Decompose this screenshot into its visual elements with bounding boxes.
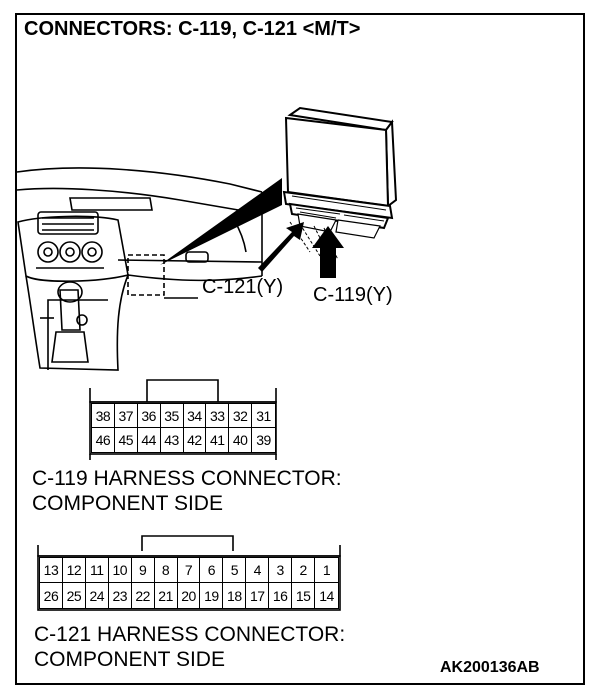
c119-caption-line2: COMPONENT SIDE [32,492,223,515]
c121-pin-10: 10 [109,558,132,582]
c121-pin-5: 5 [223,558,247,582]
c119-pin-33: 33 [206,404,230,427]
c119-pin-34: 34 [184,404,207,427]
c121-pin-16: 16 [269,583,293,608]
c121-caption-line1: C-121 HARNESS CONNECTOR: [34,623,346,646]
c119-pin-38: 38 [92,404,115,427]
c121-pin-26: 26 [40,583,63,608]
page-title: CONNECTORS: C-119, C-121 <M/T> [24,18,361,40]
c121-pin-21: 21 [155,583,178,608]
c121-pin-11: 11 [86,558,109,582]
c119-pin-43: 43 [161,428,184,452]
c121-pin-15: 15 [292,583,316,608]
c121-caption-line2: COMPONENT SIDE [34,648,225,671]
document-id: AK200136AB [440,659,540,676]
c119-caption-line1: C-119 HARNESS CONNECTOR: [32,467,342,490]
c121-pin-13: 13 [40,558,63,582]
c121-pin-3: 3 [269,558,293,582]
c121-pin-24: 24 [86,583,109,608]
c119-pin-40: 40 [229,428,253,452]
c119-pin-31: 31 [256,407,271,424]
c119-pin-35: 35 [161,404,184,427]
c119-pin-45: 45 [115,428,138,452]
c119-pin-42: 42 [184,428,207,452]
c121-pin-8: 8 [155,558,178,582]
c121-pin-25: 25 [63,583,86,608]
c119-pin-32: 32 [229,404,253,427]
c119-pin-44: 44 [138,428,161,452]
c121-callout-label: C-121(Y) [202,276,284,298]
c119-callout-label: C-119(Y) [313,284,393,306]
c121-pin-17: 17 [246,583,270,608]
c119-pin-37: 37 [115,404,138,427]
c121-pin-18: 18 [223,583,247,608]
c121-pin-14: 14 [319,587,334,604]
c121-pin-19: 19 [200,583,224,608]
c121-pin-1: 1 [322,562,331,578]
c119-pin-41: 41 [206,428,230,452]
c121-pin-20: 20 [178,583,201,608]
c121-pin-7: 7 [178,558,201,582]
c121-pin-23: 23 [109,583,132,608]
c119-pin-39: 39 [256,432,271,448]
c121-pin-9: 9 [132,558,155,582]
c119-pin-46: 46 [92,428,115,452]
c121-pin-4: 4 [246,558,270,582]
c121-pin-22: 22 [132,583,155,608]
c121-pin-6: 6 [200,558,224,582]
c121-pin-2: 2 [292,558,316,582]
c119-pin-36: 36 [138,404,161,427]
c121-pin-12: 12 [63,558,86,582]
